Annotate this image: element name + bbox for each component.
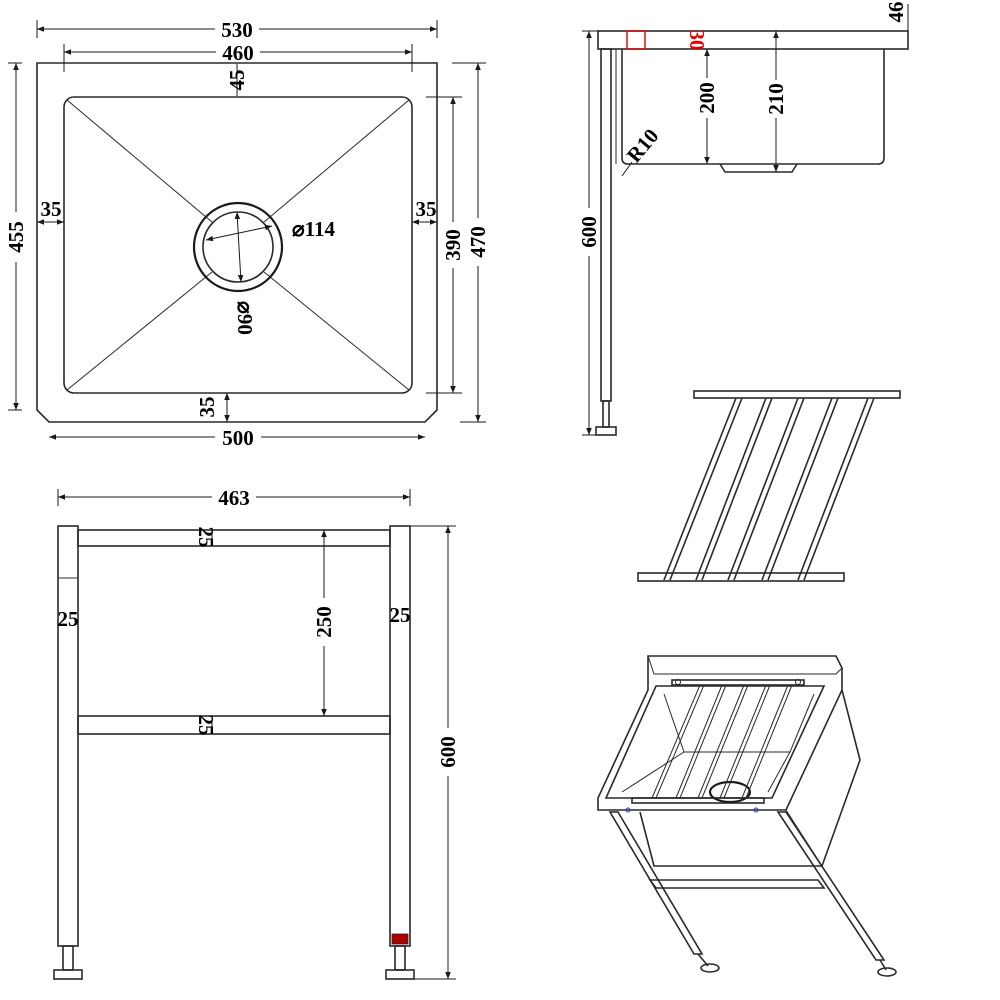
frame-view: 463 25 25 25 250 25 600 [53, 486, 460, 980]
frame-right-leg [389, 525, 411, 947]
iso-grid-top-bar [671, 679, 805, 686]
dim-top-margin: 45 [225, 70, 249, 91]
dim-base-width: 500 [222, 426, 254, 450]
right-leg-label-plate [391, 933, 409, 945]
grid-rod [767, 397, 839, 581]
dim-rim-top: 46 [884, 2, 908, 23]
iso-bowl-edge [767, 751, 791, 793]
iso-grid-bolt [795, 679, 801, 685]
drain-outer-ring [192, 201, 284, 293]
grid-rod [663, 397, 737, 581]
iso-right-foot [877, 967, 897, 977]
dim-frame-width: 463 [218, 486, 250, 510]
support-leg [600, 48, 612, 402]
isometric-view [597, 655, 897, 977]
iso-grid-rod [745, 684, 793, 799]
iso-grid-rod [701, 684, 749, 799]
grid-rod [797, 397, 869, 581]
drain-grid-view [637, 390, 901, 582]
iso-grid-rod [679, 684, 727, 799]
iso-leg-bolt [625, 807, 631, 813]
dim-outer-depth: 470 [466, 226, 490, 258]
dim-corner-radius: R10 [622, 124, 664, 167]
bowl-inner-outline [63, 96, 413, 394]
dim-side-margin-right: 35 [416, 197, 437, 221]
rim-thickness-highlight [626, 30, 646, 50]
iso-grid-rod [719, 684, 767, 799]
slope-line [66, 99, 213, 223]
dim-mid-rail: 25 [194, 715, 218, 736]
right-leg-adjuster [394, 945, 406, 971]
left-leg-foot [53, 969, 83, 980]
frame-mid-rail [77, 715, 391, 735]
dim-inner-width: 460 [222, 41, 254, 65]
iso-rim-top-edge [647, 655, 843, 675]
iso-leg-bolt [753, 807, 759, 813]
dim-left-leg: 25 [58, 607, 79, 631]
dim-drain-outlet: ⌀90 [233, 301, 257, 335]
iso-bowl-opening [604, 685, 826, 799]
dim-total-depth: 210 [764, 83, 788, 115]
iso-grid-rods [651, 684, 793, 799]
iso-grid-rod [675, 684, 723, 799]
iso-bowl-edge [621, 751, 685, 793]
iso-left-foot [700, 963, 720, 973]
dim-frame-height: 600 [436, 736, 460, 768]
grid-rod [695, 397, 767, 581]
right-leg-foot [385, 969, 415, 980]
bowl-section [621, 49, 885, 165]
dim-bowl-depth: 200 [695, 82, 719, 114]
grid-rod [669, 397, 743, 581]
iso-grid-rod [697, 684, 745, 799]
iso-left-leg [608, 811, 704, 955]
iso-grid-rod [655, 684, 705, 799]
grid-rod [803, 397, 875, 581]
dim-rail-spacing: 250 [312, 606, 336, 638]
dim-line [621, 161, 633, 177]
iso-right-leg [776, 811, 886, 961]
iso-grid-rod [723, 684, 771, 799]
drain-outlet [719, 163, 798, 173]
dim-bottom-margin: 35 [195, 397, 219, 418]
side-view: 30 46 200 210 R10 600 [577, 2, 909, 436]
leg-adjuster [602, 400, 610, 428]
grid-bottom-bar [637, 572, 845, 582]
dim-right-leg: 25 [390, 603, 411, 627]
plan-view: 530 460 45 455 35 35 ⌀114 ⌀90 390 [4, 18, 490, 450]
grid-rod [701, 397, 773, 581]
iso-grid-rod [651, 684, 701, 799]
grid-rod [733, 397, 805, 581]
sink-outer-outline [36, 62, 438, 423]
iso-frame-rail [648, 879, 826, 889]
frame-top-rail [77, 529, 391, 547]
dim-top-rail: 25 [194, 527, 218, 548]
dim-side-margin-left: 35 [41, 197, 62, 221]
slope-line [66, 271, 213, 391]
grid-rod [727, 397, 799, 581]
slope-line [263, 271, 410, 391]
drain-diameter-line [234, 211, 244, 283]
grid-rod [761, 397, 833, 581]
drain-diameter-line [205, 224, 273, 242]
left-leg-adjuster [62, 945, 74, 971]
grid-top-bar [693, 390, 901, 399]
grid-rods [663, 397, 875, 581]
iso-grid-rod [741, 684, 789, 799]
iso-bowl-inner [663, 693, 815, 753]
dim-overall-depth: 455 [4, 221, 28, 253]
iso-grid-bottom-bar [631, 797, 765, 804]
slope-line [263, 99, 410, 223]
dim-inner-depth: 390 [441, 229, 465, 261]
iso-grid-bolt [675, 679, 681, 685]
rim-top [597, 30, 909, 50]
dim-overall-width: 530 [221, 18, 253, 42]
dim-drain-diameter: ⌀114 [292, 217, 335, 241]
leg-foot [595, 426, 617, 436]
dim-rim-thickness: 30 [685, 30, 709, 51]
frame-left-leg [57, 525, 79, 947]
dim-height: 600 [577, 216, 601, 248]
